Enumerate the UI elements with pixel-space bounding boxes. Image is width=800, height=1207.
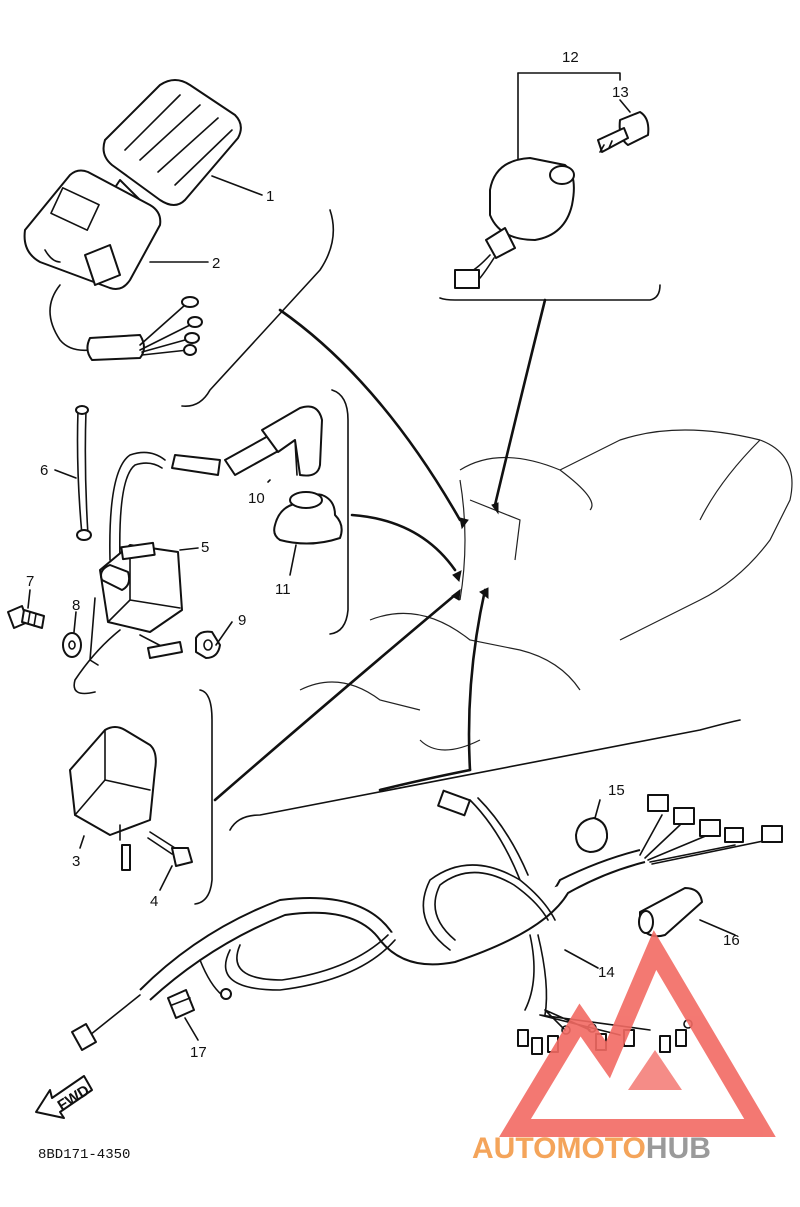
diagram-code: 8BD171-4350 bbox=[38, 1147, 130, 1163]
part-label-14: 14 bbox=[598, 964, 615, 981]
watermark-logo bbox=[499, 930, 776, 1137]
bullet-connectors bbox=[517, 1019, 693, 1055]
frame-outline bbox=[299, 429, 793, 751]
part-7-bolt bbox=[7, 605, 45, 629]
part-labels: 1 2 3 4 5 6 7 8 9 10 11 12 13 14 15 16 1… bbox=[26, 49, 740, 1061]
label-leaders bbox=[27, 99, 736, 1041]
part-16-boot bbox=[638, 887, 703, 938]
part-9-nut bbox=[195, 630, 221, 659]
leader-lines bbox=[213, 298, 547, 802]
part-2-switch-housing bbox=[23, 169, 203, 361]
part-14-wire-harness bbox=[71, 789, 783, 1055]
part-label-3: 3 bbox=[72, 853, 80, 870]
section-dividers bbox=[181, 209, 741, 905]
part-6-bracket bbox=[75, 405, 92, 541]
part-13-key bbox=[597, 111, 650, 153]
watermark-triangle-icon bbox=[499, 930, 776, 1137]
part-label-6: 6 bbox=[40, 462, 48, 479]
part-15-grommet bbox=[575, 817, 609, 853]
part-5-ignition-coil bbox=[73, 451, 221, 695]
part-label-13: 13 bbox=[612, 84, 629, 101]
part-label-7: 7 bbox=[26, 573, 34, 590]
part-label-10: 10 bbox=[248, 490, 265, 507]
part-8-washer bbox=[62, 632, 82, 658]
part-label-17: 17 bbox=[190, 1044, 207, 1061]
part-label-12: 12 bbox=[562, 49, 579, 66]
part-label-8: 8 bbox=[72, 597, 80, 614]
fwd-direction-arrow: FWD bbox=[35, 1075, 93, 1119]
part-label-9: 9 bbox=[238, 612, 246, 629]
part-10-plug-cap bbox=[224, 405, 323, 477]
watermark-text: AUTOMOTOHUB bbox=[472, 1132, 711, 1165]
part-label-11: 11 bbox=[275, 581, 291, 598]
part-3-cdi-unit bbox=[69, 726, 157, 871]
part-label-2: 2 bbox=[212, 255, 220, 272]
part-label-4: 4 bbox=[150, 893, 158, 910]
part-label-1: 1 bbox=[266, 188, 274, 205]
part-4-bolt bbox=[147, 831, 193, 867]
part-11-cap-cover bbox=[273, 491, 343, 545]
part-17-clamp bbox=[167, 989, 195, 1019]
part-label-5: 5 bbox=[201, 539, 209, 556]
part-label-15: 15 bbox=[608, 782, 625, 799]
part-12-main-switch bbox=[454, 72, 621, 289]
part-label-16: 16 bbox=[723, 932, 740, 949]
